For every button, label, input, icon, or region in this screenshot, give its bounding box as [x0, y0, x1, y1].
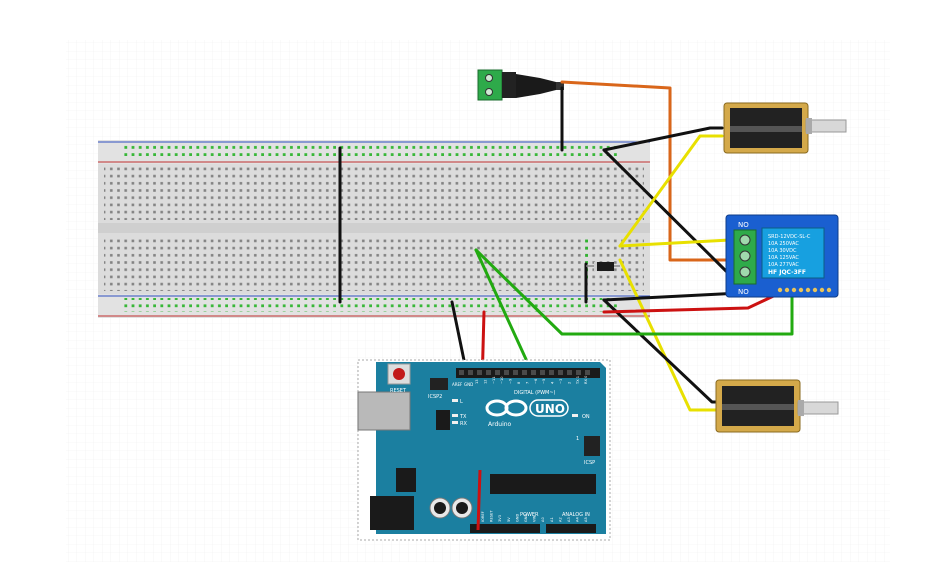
pin-label-top: 2: [567, 382, 571, 384]
solenoid-icon: [715, 379, 839, 433]
relay-spec-3: 10A 30VDC: [768, 248, 797, 254]
relay-spec-5: 10A 277VAC: [768, 262, 799, 268]
diode-icon: [586, 262, 620, 271]
power-label: POWER: [520, 512, 539, 518]
pin-label-bottom: A4: [576, 517, 580, 522]
pin-label-bottom: GND: [524, 514, 528, 522]
relay-spec-4: 10A 125VAC: [768, 255, 799, 261]
solenoid-icon: [723, 102, 847, 154]
pin-label-top: TX 1: [576, 376, 580, 385]
icsp-label: ICSP: [584, 460, 595, 466]
relay-module-icon: NO NO SRD-12VDC-SL-C 10A 250VAC 10A 30VD…: [725, 214, 839, 298]
relay-no-bottom: NO: [738, 288, 749, 296]
dc-jack-icon: [477, 69, 564, 101]
pin-label-bottom: IOREF: [481, 511, 485, 522]
pin-label-top: RX 0: [584, 375, 588, 384]
relay-spec-1: SRD-12VDC-SL-C: [768, 234, 811, 240]
icsp2-label: ICSP2: [428, 394, 442, 400]
one-label: 1: [576, 436, 579, 442]
arduino-logo-icon: [485, 399, 528, 417]
pin-label-top: ~3: [559, 379, 563, 384]
pin-label-top: ~10: [500, 376, 504, 384]
pin-label-bottom: A2: [558, 517, 562, 522]
pin-label-bottom: A5: [584, 517, 588, 522]
pin-label-top: 13: [475, 379, 479, 384]
pin-label-bottom: VIN: [533, 515, 537, 522]
pin-label-top: 7: [525, 382, 529, 384]
pin-label-top: ~6: [534, 378, 538, 384]
relay-maker: HF JQC-3FF: [768, 269, 806, 276]
gnd-label: GND: [464, 382, 473, 387]
pin-label-top: 12: [483, 379, 487, 384]
pin-label-bottom: 5V: [507, 517, 511, 522]
breadboard: [98, 140, 650, 318]
digital-label: DIGITAL (PWM~): [514, 390, 556, 396]
pin-label-bottom: 3V3: [498, 515, 502, 522]
aref-label: AREF: [452, 382, 463, 387]
brand-label: UNO: [535, 402, 565, 416]
pin-label-bottom: GND: [515, 514, 519, 522]
pin-label-bottom: A3: [567, 517, 571, 522]
l-label: L: [460, 399, 463, 405]
pin-label-top: 8: [517, 381, 521, 384]
pin-label-top: 4: [551, 381, 555, 384]
rx-label: RX: [460, 421, 467, 427]
pin-label-top: ~9: [509, 378, 513, 384]
pin-label-bottom: A1: [550, 517, 554, 522]
pin-label-bottom: A0: [541, 517, 545, 522]
wire-red-5v: [476, 469, 482, 531]
on-label: ON: [582, 414, 590, 420]
brand-sub-label: Arduino: [488, 421, 512, 428]
relay-spec-2: 10A 250VAC: [768, 241, 799, 247]
relay-no-top: NO: [738, 221, 749, 229]
arduino-uno-icon: RESET ICSP2 AREF GND DIGITAL (PWM~) UNO …: [357, 359, 611, 541]
analog-label: ANALOG IN: [562, 512, 590, 518]
pin-label-top: ~11: [492, 376, 496, 384]
reset-label: RESET: [390, 388, 407, 394]
pin-label-top: ~5: [542, 379, 546, 384]
tx-label: TX: [459, 414, 467, 420]
pin-label-bottom: RESET: [490, 510, 494, 522]
